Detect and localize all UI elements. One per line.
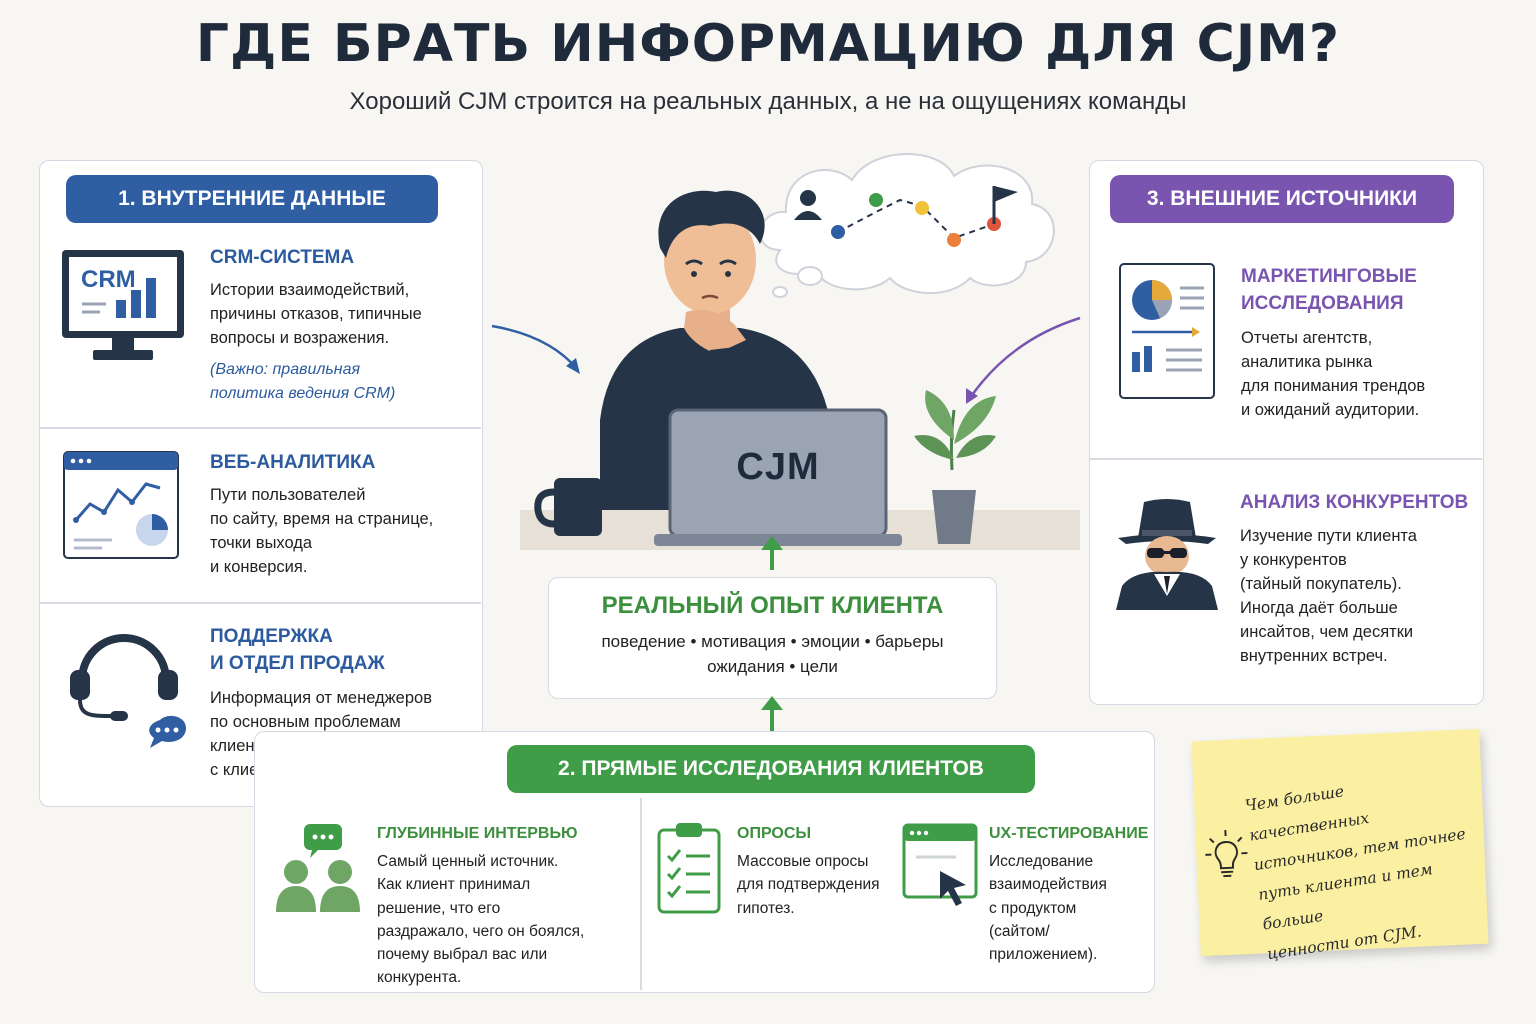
support-title-line2: И ОТДЕЛ ПРОДАЖ (210, 653, 385, 674)
external-sources-panel (1089, 160, 1484, 705)
divider (40, 427, 481, 429)
crm-icon-label: CRM (81, 266, 136, 293)
divider (40, 602, 481, 604)
path-point-icon (947, 233, 961, 247)
real-experience-title: РЕАЛЬНЫЙ ОПЫТ КЛИЕНТА (601, 592, 944, 619)
interview-icon (276, 824, 360, 912)
competitors-title: АНАЛИЗ КОНКУРЕНТОВ (1240, 492, 1469, 513)
marketing-text: Отчеты агентств, аналитика рынка для пон… (1241, 329, 1426, 419)
thought-cloud (759, 153, 1055, 298)
flag-icon (992, 186, 1018, 224)
laptop-label: CJM (736, 446, 820, 488)
path-point-icon (831, 225, 845, 239)
sticky-note: Чем больше качественных источников, тем … (1191, 728, 1489, 963)
survey-title: ОПРОСЫ (737, 825, 812, 842)
competitors-text: Изучение пути клиента у конкурентов (тай… (1240, 527, 1417, 665)
web-analytics-text: Пути пользователей по сайту, время на ст… (210, 486, 434, 576)
spy-icon (1116, 499, 1218, 610)
ux-test-icon (902, 823, 978, 906)
arrow-up-icon (761, 696, 783, 734)
real-experience-line1: поведение • мотивация • эмоции • барьеры (601, 632, 944, 651)
survey-icon (657, 823, 721, 914)
external-sources-header: 3. ВНЕШНИЕ ИСТОЧНИКИ (1110, 175, 1454, 223)
user-icon (794, 190, 822, 220)
crm-note: (Важно: правильная политика ведения CRM) (210, 361, 396, 402)
headset-icon (70, 634, 186, 748)
central-illustration (491, 153, 1081, 570)
web-analytics-title: ВЕБ-АНАЛИТИКА (210, 452, 376, 473)
ux-test-title: UX-ТЕСТИРОВАНИЕ (989, 825, 1149, 842)
marketing-title-line1: МАРКЕТИНГОВЫЕ (1241, 266, 1417, 287)
arrow-from-internal-icon (491, 324, 579, 371)
crm-text: Истории взаимодействий, причины отказов,… (210, 281, 422, 347)
interview-title: ГЛУБИННЫЕ ИНТЕРВЬЮ (377, 825, 578, 842)
marketing-title-line2: ИССЛЕДОВАНИЯ (1241, 293, 1404, 314)
real-experience-line2: ожидания • цели (707, 657, 838, 676)
divider (640, 798, 642, 990)
laptop-illustration (654, 408, 902, 546)
interview-text: Самый ценный источник. Как клиент приним… (377, 853, 585, 987)
support-title-line1: ПОДДЕРЖКА (210, 626, 333, 647)
internal-data-header: 1. ВНУТРЕННИЕ ДАННЫЕ (66, 175, 438, 223)
page-subtitle: Хороший CJM строится на реальных данных,… (349, 88, 1187, 115)
direct-research-header: 2. ПРЯМЫЕ ИССЛЕДОВАНИЯ КЛИЕНТОВ (507, 745, 1035, 793)
arrow-from-external-icon (968, 316, 1081, 399)
path-point-icon (915, 201, 929, 215)
mug-icon (534, 478, 602, 536)
divider (1090, 458, 1482, 460)
report-icon (1119, 263, 1215, 399)
page-title: ГДЕ БРАТЬ ИНФОРМАЦИЮ ДЛЯ CJM? (195, 14, 1341, 74)
sticky-note-text: Чем больше качественных источников, тем … (1243, 782, 1467, 964)
web-analytics-icon (63, 451, 179, 559)
plant-icon (914, 390, 996, 544)
crm-title: CRM-СИСТЕМА (210, 247, 355, 268)
path-point-icon (869, 193, 883, 207)
crm-monitor-icon: CRM (62, 250, 184, 360)
survey-text: Массовые опросы для подтверждения гипоте… (737, 853, 880, 917)
lightbulb-icon (1205, 829, 1248, 878)
ux-test-text: Исследование взаимодействия с продуктом … (989, 853, 1107, 964)
